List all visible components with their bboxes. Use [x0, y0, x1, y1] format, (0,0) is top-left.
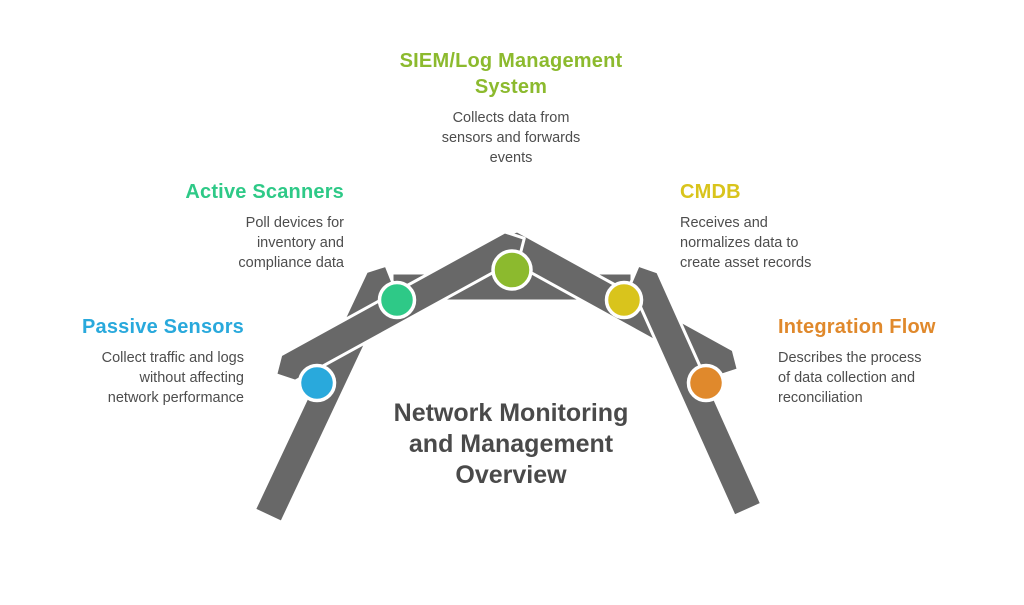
node-label-passive-sensors: Passive Sensors — [82, 316, 244, 338]
node-dot-siem-log-management-system — [491, 249, 533, 291]
node-block-passive-sensors: Passive Sensors Collect traffic and logs… — [24, 314, 244, 408]
node-block-siem: SIEM/Log Management System Collects data… — [381, 48, 641, 168]
node-description-cmdb: Receives and normalizes data to create a… — [680, 215, 812, 271]
node-dot-cmdb — [604, 280, 644, 320]
node-block-active-scanners: Active Scanners Poll devices for invento… — [114, 179, 344, 273]
node-description-passive-sensors: Collect traffic and logs without affecti… — [101, 350, 244, 406]
node-label-siem: SIEM/Log Management System — [399, 50, 623, 98]
diagram-title: Network Monitoring and Management Overvi… — [393, 399, 629, 489]
node-description-integration-flow: Describes the process of data collection… — [778, 350, 922, 406]
node-block-integration-flow: Integration Flow Describes the process o… — [778, 314, 998, 408]
node-label-integration-flow: Integration Flow — [778, 316, 936, 338]
node-block-cmdb: CMDB Receives and normalizes data to cre… — [680, 179, 910, 273]
node-label-cmdb: CMDB — [680, 181, 741, 203]
node-description-active-scanners: Poll devices for inventory and complianc… — [238, 215, 344, 271]
node-dot-active-scanners — [377, 280, 417, 320]
node-dot-integration-flow — [686, 363, 726, 403]
node-description-siem: Collects data from sensors and forwards … — [441, 110, 581, 166]
node-dot-passive-sensors — [297, 363, 337, 403]
node-label-active-scanners: Active Scanners — [185, 181, 344, 203]
